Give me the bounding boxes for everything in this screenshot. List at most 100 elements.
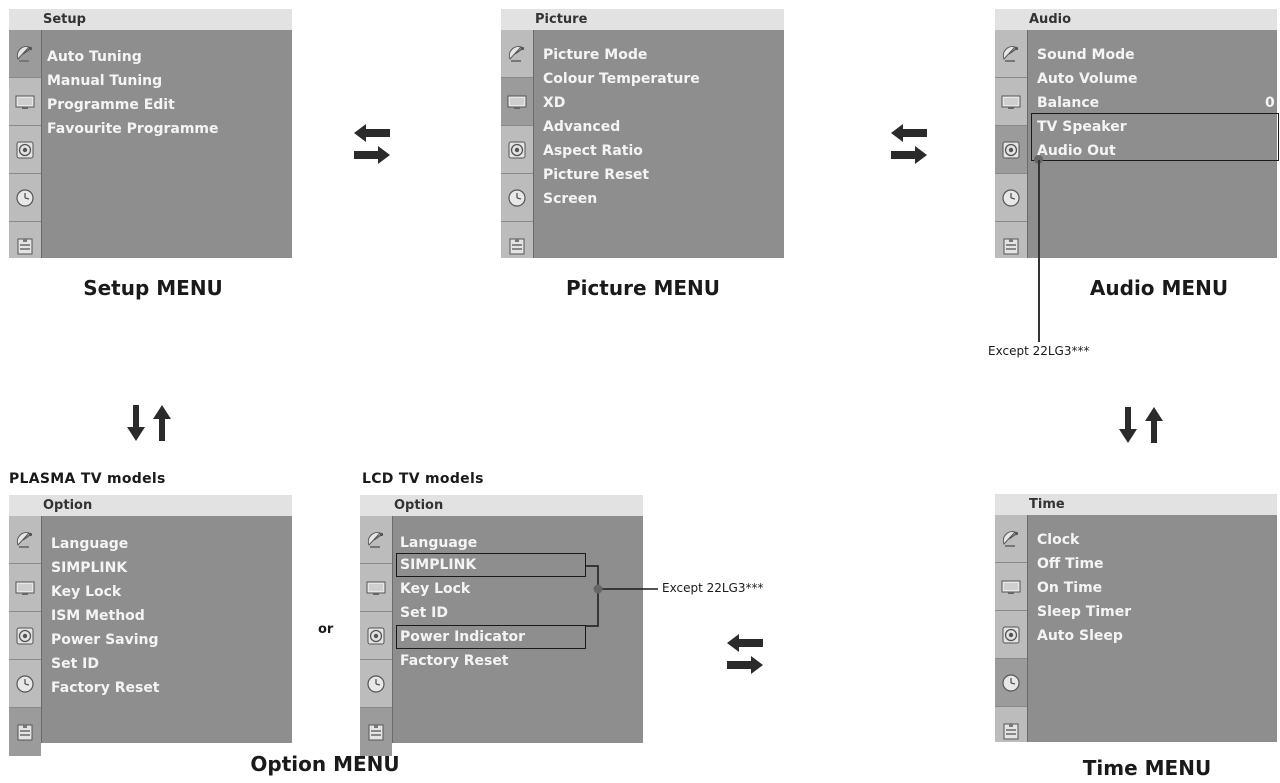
menu-item-simplink[interactable]: SIMPLINK [51,560,128,576]
menu-item-ism-method[interactable]: ISM Method [51,608,145,624]
menu-item-manual-tuning[interactable]: Manual Tuning [47,73,163,89]
connector-line [1038,160,1040,342]
speaker-icon[interactable] [995,611,1027,659]
bracket-connector [586,565,658,627]
speaker-icon[interactable] [9,126,41,174]
menu-item-colour-temperature[interactable]: Colour Temperature [543,71,700,87]
connector-dot [1034,155,1043,164]
clock-icon[interactable] [9,660,41,708]
menu-item-programme-edit[interactable]: Programme Edit [47,97,175,113]
audio-menu: Audio Sound Mode Auto Volume Balance 0 T… [995,9,1279,258]
menu-item-set-id[interactable]: Set ID [51,656,99,672]
menu-item-advanced[interactable]: Advanced [543,119,621,135]
lcd-section-label: LCD TV models [362,471,484,487]
menu-item-on-time[interactable]: On Time [1037,580,1103,596]
menu-item-tv-speaker[interactable]: TV Speaker [1037,119,1127,135]
lock-icon[interactable] [995,707,1027,755]
menu-item-language[interactable]: Language [400,535,478,551]
menu-item-screen[interactable]: Screen [543,191,598,207]
lock-icon[interactable] [9,222,41,270]
speaker-icon[interactable] [995,126,1027,174]
satellite-dish-icon[interactable] [995,30,1027,78]
menu-item-clock[interactable]: Clock [1037,532,1080,548]
satellite-dish-icon[interactable] [9,30,41,78]
menu-item-off-time[interactable]: Off Time [1037,556,1104,572]
audio-menu-header: Audio [995,9,1277,30]
satellite-dish-icon[interactable] [501,30,533,78]
setup-icon-column [9,30,42,258]
option-plasma-icon-column [9,516,42,756]
picture-icon-column [501,30,534,258]
menu-item-sound-mode[interactable]: Sound Mode [1037,47,1135,63]
tv-screen-icon[interactable] [995,78,1027,126]
menu-item-key-lock[interactable]: Key Lock [400,581,471,597]
clock-icon[interactable] [995,659,1027,707]
menu-item-audio-out[interactable]: Audio Out [1037,143,1116,159]
lock-icon[interactable] [360,708,392,756]
highlight-box-power-indicator [396,625,586,649]
left-right-arrows-icon [889,122,929,166]
option-menu-plasma: Option Language SIMPLINK Key Lock ISM Me… [9,495,292,756]
menu-item-factory-reset[interactable]: Factory Reset [400,653,509,669]
menu-item-key-lock[interactable]: Key Lock [51,584,122,600]
balance-value: 0 [1265,95,1275,111]
menu-item-aspect-ratio[interactable]: Aspect Ratio [543,143,643,159]
picture-menu-header: Picture [501,9,784,30]
menu-item-auto-volume[interactable]: Auto Volume [1037,71,1138,87]
clock-icon[interactable] [995,174,1027,222]
menu-item-picture-mode[interactable]: Picture Mode [543,47,648,63]
menu-item-power-indicator[interactable]: Power Indicator [400,629,526,645]
option-lcd-header: Option [360,495,643,516]
time-icon-column [995,515,1028,742]
menu-item-simplink[interactable]: SIMPLINK [400,557,477,573]
menu-item-xd[interactable]: XD [543,95,566,111]
option-lcd-icon-column [360,516,393,756]
speaker-icon[interactable] [501,126,533,174]
lock-icon[interactable] [9,708,41,756]
up-down-arrows-icon [123,403,175,443]
menu-item-set-id[interactable]: Set ID [400,605,448,621]
menu-item-power-saving[interactable]: Power Saving [51,632,159,648]
tv-screen-icon[interactable] [9,78,41,126]
audio-menu-caption: Audio MENU [1089,276,1229,300]
plasma-section-label: PLASMA TV models [9,471,166,487]
speaker-icon[interactable] [9,612,41,660]
setup-menu: Setup Auto Tuning Manual Tuning Programm… [9,9,292,258]
satellite-dish-icon[interactable] [9,516,41,564]
menu-item-auto-sleep[interactable]: Auto Sleep [1037,628,1123,644]
time-menu: Time Clock Off Time On Time Sleep Timer … [995,494,1277,742]
satellite-dish-icon[interactable] [360,516,392,564]
clock-icon[interactable] [360,660,392,708]
time-menu-header: Time [995,494,1277,515]
tv-screen-icon[interactable] [9,564,41,612]
satellite-dish-icon[interactable] [995,515,1027,563]
picture-menu-caption: Picture MENU [565,276,721,300]
menu-item-factory-reset[interactable]: Factory Reset [51,680,160,696]
tv-screen-icon[interactable] [501,78,533,126]
highlight-box-simplink [396,553,586,577]
picture-menu: Picture Picture Mode Colour Temperature … [501,9,784,258]
left-right-arrows-icon [352,122,392,166]
menu-item-language[interactable]: Language [51,536,129,552]
menu-item-sleep-timer[interactable]: Sleep Timer [1037,604,1132,620]
clock-icon[interactable] [501,174,533,222]
tv-screen-icon[interactable] [360,564,392,612]
highlight-box-except-22lg3 [1031,113,1279,161]
except-note-lcd: Except 22LG3*** [662,581,764,595]
speaker-icon[interactable] [360,612,392,660]
clock-icon[interactable] [9,174,41,222]
option-menu-lcd: Option Language SIMPLINK Key Lock Set ID… [360,495,643,756]
menu-item-auto-tuning[interactable]: Auto Tuning [47,49,142,65]
menu-item-favourite-programme[interactable]: Favourite Programme [47,121,219,137]
setup-menu-header: Setup [9,9,292,30]
menu-item-picture-reset[interactable]: Picture Reset [543,167,650,183]
time-menu-caption: Time MENU [1082,756,1212,780]
lock-icon[interactable] [501,222,533,270]
except-note-audio: Except 22LG3*** [988,344,1090,358]
up-down-arrows-icon [1115,405,1167,445]
tv-screen-icon[interactable] [995,563,1027,611]
lock-icon[interactable] [995,222,1027,270]
left-right-arrows-icon [725,632,765,676]
option-menu-caption: Option MENU [250,752,400,776]
menu-item-balance[interactable]: Balance [1037,95,1100,111]
